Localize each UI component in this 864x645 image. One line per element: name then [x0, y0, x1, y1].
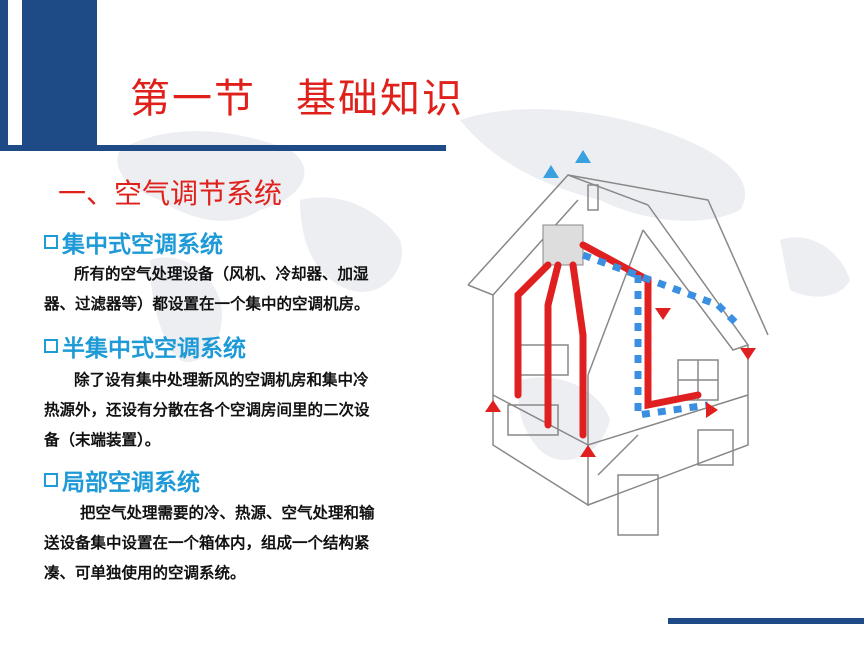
title-rule	[0, 145, 446, 151]
square-bullet-icon	[44, 339, 58, 353]
system-desc-local: 把空气处理需要的冷、热源、空气处理和输 送设备集中设置在一个箱体内，组成一个结构…	[44, 504, 375, 582]
bottom-brand-bar	[668, 618, 864, 624]
system-heading-local: 局部空调系统	[44, 463, 200, 497]
system-heading-central: 集中式空调系统	[44, 225, 223, 259]
slide-title: 第一节基础知识	[130, 66, 464, 124]
house-hvac-diagram-icon	[467, 150, 769, 536]
square-bullet-icon	[44, 473, 58, 487]
system-desc-semi-central: 除了设有集中处理新风的空调机房和集中冷 热源外，还设有分散在各个空调房间里的二次…	[44, 371, 370, 449]
system-desc-central: 所有的空气处理设备（风机、冷却器、加湿 器、过滤器等）都设置在一个集中的空调机房…	[44, 265, 370, 313]
title-part-2: 基础知识	[296, 76, 464, 122]
section-heading: 一、空气调节系统	[58, 177, 283, 210]
left-brand-stripe	[8, 0, 22, 148]
title-part-1: 第一节	[130, 76, 256, 122]
system-heading-semi-central: 半集中式空调系统	[44, 329, 246, 363]
square-bullet-icon	[44, 235, 58, 249]
